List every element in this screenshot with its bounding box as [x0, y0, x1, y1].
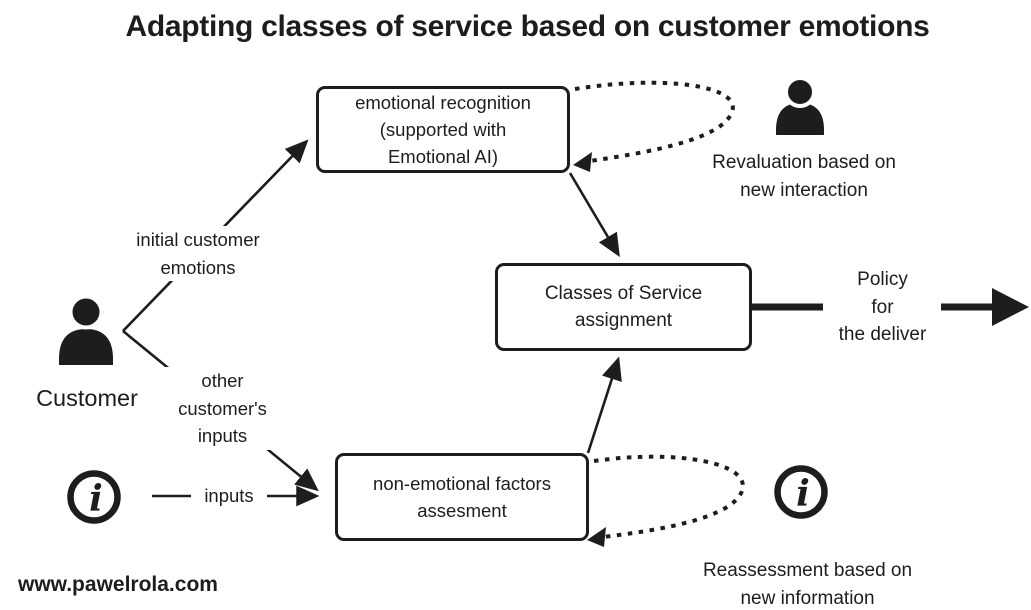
inputs-label: inputs [191, 482, 267, 510]
info-icon: i [774, 465, 828, 519]
arrow-nonemotional-to-classes [586, 356, 622, 454]
non-emotional-factors-box: non-emotional factors assesment [335, 453, 589, 541]
svg-text:i: i [796, 473, 810, 515]
info-icon: i [67, 470, 121, 524]
person-icon [776, 76, 824, 135]
reassessment-loop [593, 454, 745, 539]
watermark: www.pawelrola.com [18, 573, 218, 596]
svg-text:i: i [89, 478, 103, 520]
diagram-title: Adapting classes of service based on cus… [125, 10, 930, 43]
other-inputs-label: other customer's inputs [155, 367, 290, 450]
person-icon [59, 294, 113, 365]
revaluation-label: Revaluation based on new interaction [712, 152, 896, 201]
emotional-recognition-box: emotional recognition (supported with Em… [316, 86, 570, 173]
revaluation-loop-arrowhead [573, 152, 592, 172]
classes-of-service-box: Classes of Service assignment [495, 263, 752, 351]
reassessment-label: Reassessment based on new information [702, 560, 913, 609]
policy-label: Policy for the deliver [838, 269, 927, 345]
policy-arrow-head [992, 288, 1029, 326]
initial-emotions-label: initial customer emotions [103, 226, 293, 281]
customer-label: Customer [36, 385, 138, 411]
reassessment-loop-arrowhead [587, 527, 606, 547]
arrow-emotional-to-classes [568, 172, 620, 258]
